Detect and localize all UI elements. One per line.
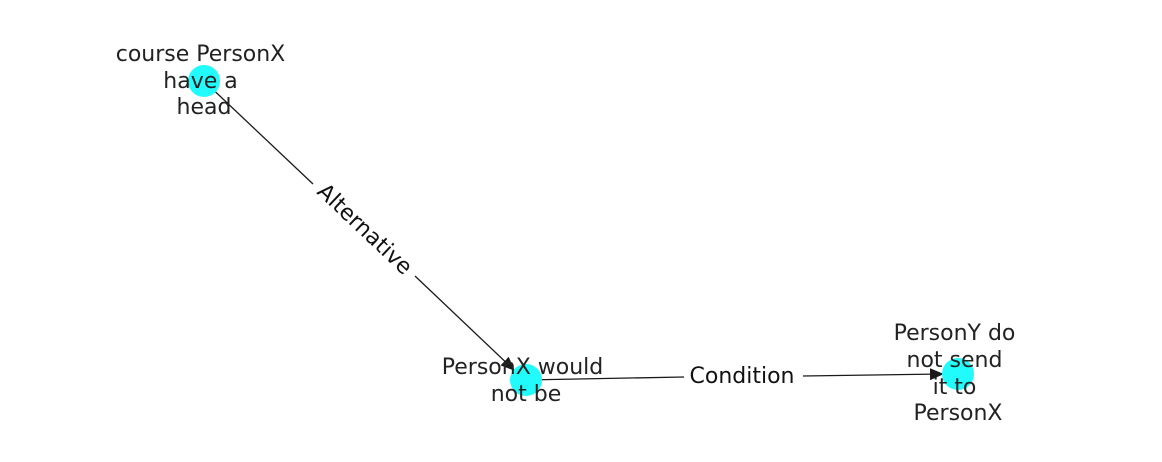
node-label-line: it to bbox=[933, 375, 977, 400]
node-label: course PersonX have a head bbox=[116, 42, 293, 120]
node-circle bbox=[510, 364, 542, 396]
node-label-line: PersonX would bbox=[442, 355, 603, 380]
node-label-line: not send bbox=[907, 348, 1003, 373]
node-label: PersonY do not send it to PersonX bbox=[894, 321, 1023, 426]
edge-label: Alternative bbox=[312, 179, 417, 280]
node-label-line: PersonY do bbox=[894, 321, 1016, 346]
node-course-personx-have-a-head: course PersonX have a head bbox=[116, 42, 293, 120]
edge-line bbox=[203, 80, 314, 185]
edge-line-arrow bbox=[802, 368, 944, 381]
node-label-line: head bbox=[177, 95, 232, 120]
node-label-line: course PersonX bbox=[116, 42, 286, 67]
node-persony-do-not-send-it-to-personx: PersonY do not send it to PersonX bbox=[894, 321, 1023, 426]
node-label: PersonX would not be bbox=[442, 355, 610, 407]
node-personx-would-not-be: PersonX would not be bbox=[442, 355, 610, 407]
edge-line-arrow bbox=[414, 275, 515, 371]
edge-line bbox=[525, 376, 685, 381]
edge-condition: Condition bbox=[525, 364, 944, 389]
node-label-line: PersonX bbox=[914, 401, 1003, 426]
node-label-line: not be bbox=[491, 382, 562, 407]
edge-label: Condition bbox=[690, 364, 795, 389]
node-label-line: have a bbox=[163, 69, 237, 94]
node-circle bbox=[942, 358, 974, 390]
node-circle bbox=[188, 65, 220, 97]
edge-alternative: Alternative bbox=[203, 80, 515, 371]
